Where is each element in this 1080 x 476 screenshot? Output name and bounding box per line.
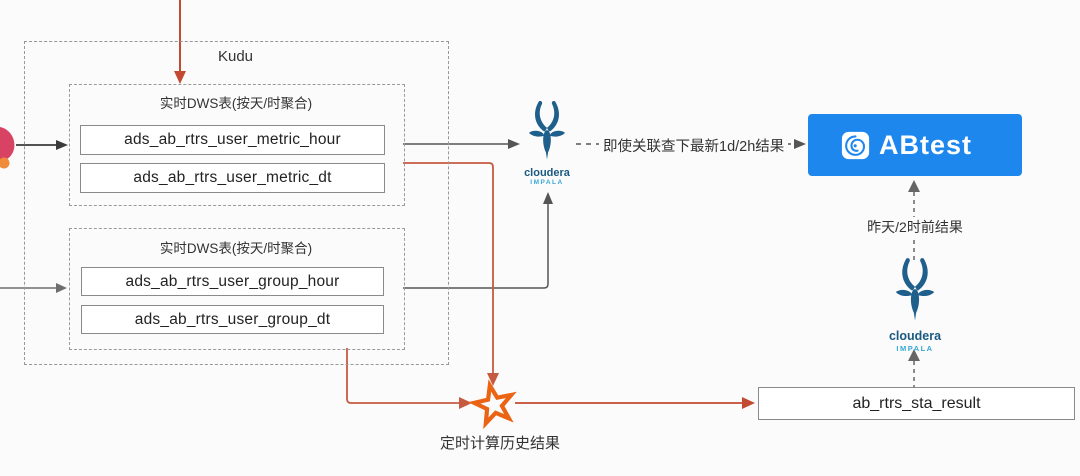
- dws-group-group: [69, 228, 405, 350]
- table-ads-ab-rtrs-user-metric-hour: ads_ab_rtrs_user_metric_hour: [80, 125, 385, 155]
- spiral-app-icon: [841, 131, 870, 160]
- red-star-to-result: [515, 397, 755, 409]
- dashed-result-to-impala2: [908, 349, 920, 387]
- dws-group-group-title: 实时DWS表(按天/时聚合): [159, 241, 313, 256]
- cloudera-impala-logo-2: cloudera IMPALA: [871, 256, 959, 352]
- kudu-title: Kudu: [217, 48, 254, 65]
- cloudera-brand-text: cloudera: [524, 167, 570, 179]
- star-icon: [467, 378, 520, 430]
- table-ads-ab-rtrs-user-metric-dt: ads_ab_rtrs_user_metric_dt: [80, 163, 385, 193]
- dws-group-metric-title: 实时DWS表(按天/时聚合): [159, 96, 313, 111]
- pink-source-icon: [0, 126, 20, 176]
- dws-group-metric: [69, 84, 405, 206]
- abtest-label: ABtest: [879, 129, 973, 160]
- impala-product-text: IMPALA: [530, 179, 564, 186]
- impala-icon: [891, 256, 939, 327]
- cloudera-brand-text: cloudera: [888, 329, 942, 343]
- result-table-box: ab_rtrs_sta_result: [758, 387, 1075, 420]
- abtest-app-box: ABtest: [808, 114, 1022, 176]
- kudu-container: [24, 41, 449, 365]
- edge-label-adhoc-query: 即使关联查下最新1d/2h结果: [599, 135, 789, 156]
- cloudera-impala-logo: cloudera IMPALA: [505, 99, 589, 187]
- impala-icon: [525, 99, 569, 166]
- edge-label-scheduled-history: 定时计算历史结果: [440, 435, 561, 452]
- table-ads-ab-rtrs-user-group-dt: ads_ab_rtrs_user_group_dt: [81, 305, 384, 334]
- impala-product-text: IMPALA: [896, 343, 934, 353]
- table-ads-ab-rtrs-user-group-hour: ads_ab_rtrs_user_group_hour: [81, 267, 384, 296]
- edge-label-yesterday-result: 昨天/2时前结果: [862, 217, 968, 237]
